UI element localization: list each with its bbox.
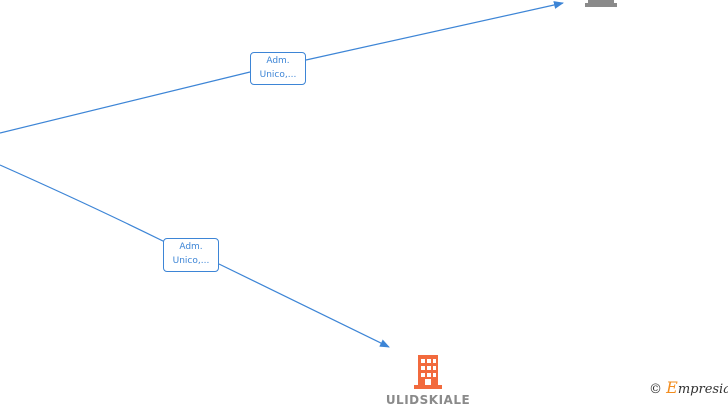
edge-label-bottom[interactable]: Adm. Unico,...: [163, 238, 219, 272]
edge-label-line2: Unico,...: [172, 256, 210, 266]
copyright-notice: © Empresia: [649, 378, 728, 397]
edge-label-line1: Adm.: [266, 56, 290, 66]
edge-label-top[interactable]: Adm. Unico,...: [250, 52, 306, 85]
edge-label-line2: Unico,...: [259, 70, 297, 80]
node-name-ulidskiale[interactable]: ULIDSKIALE: [385, 393, 471, 407]
brand-logo-initial: E: [666, 378, 678, 397]
edge-bottom-line: [0, 164, 389, 347]
building-icon[interactable]: [414, 355, 442, 389]
copyright-symbol: ©: [649, 382, 662, 397]
edge-label-line1: Adm.: [179, 242, 203, 252]
edge-top-line: [0, 3, 563, 134]
building-icon[interactable]: [585, 0, 617, 7]
brand-logo-text: mpresia: [677, 382, 728, 397]
